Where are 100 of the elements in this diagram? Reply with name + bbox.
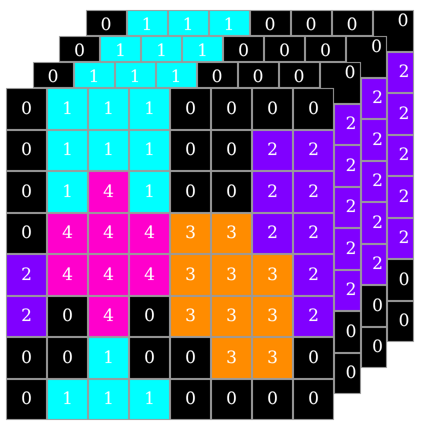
grid-cell: 1: [47, 130, 88, 171]
grid-cell: 2: [360, 78, 387, 119]
grid-cell: 0: [360, 285, 387, 326]
grid-cell: 2: [293, 130, 334, 171]
grid-cell: 0: [238, 62, 278, 88]
grid-cell: 0: [252, 88, 293, 130]
grid-cell: 3: [170, 296, 211, 337]
grid-cell: 0: [332, 10, 372, 36]
grid-cell: 2: [334, 145, 360, 186]
grid-cell: 0: [211, 378, 252, 420]
grid-cell: 3: [211, 212, 252, 254]
grid-cell: 0: [6, 378, 47, 420]
grid-cell: 0: [170, 88, 211, 130]
grid-cell: 1: [156, 62, 196, 88]
grid-cell: 0: [129, 337, 170, 378]
grid-cell: 2: [387, 93, 414, 134]
grid-cell: 1: [182, 36, 223, 62]
grid-cell: 0: [334, 311, 360, 352]
grid-cell: 2: [334, 186, 360, 228]
grid-cell: 3: [170, 254, 211, 296]
grid-cell: 1: [129, 130, 170, 171]
grid-cell: 1: [88, 130, 129, 171]
grid-cell: 2: [360, 244, 387, 285]
grid-cell: 2: [252, 212, 293, 254]
grid-cell: 3: [170, 212, 211, 254]
grid-cell: 0: [211, 130, 252, 171]
grid-cell: 1: [100, 36, 141, 62]
grid-cell: 0: [293, 337, 334, 378]
grid-cell: 2: [293, 296, 334, 337]
grid-cell: 4: [88, 254, 129, 296]
grid-cell: 1: [47, 171, 88, 212]
grid-cell: 2: [360, 160, 387, 202]
grid-cell: 0: [170, 171, 211, 212]
grid-cell: 1: [168, 10, 208, 36]
grid-cell: 0: [129, 296, 170, 337]
grid-cell: 3: [211, 296, 252, 337]
grid-cell: 0: [278, 62, 320, 88]
grid-cell: 4: [129, 212, 170, 254]
grid-cell: 2: [293, 212, 334, 254]
grid-cell: 1: [129, 171, 170, 212]
grid-cell: 0: [250, 10, 290, 36]
grid-cell: 1: [208, 10, 250, 36]
grid-cell: 0: [305, 36, 346, 62]
grid-cell: 4: [129, 254, 170, 296]
grid-cell: 0: [293, 88, 334, 130]
grid-cell: 0: [196, 62, 238, 88]
grid-cell: 2: [360, 119, 387, 160]
grid-cell: 0: [170, 130, 211, 171]
grid-cell: 2: [334, 104, 360, 145]
grid-cell: 2: [6, 254, 47, 296]
grid-cell: 0: [47, 296, 88, 337]
grid-cell: 1: [74, 62, 114, 88]
grid-cell: 0: [6, 88, 47, 130]
grid-cell: 0: [211, 88, 252, 130]
grid-cell: 0: [293, 378, 334, 420]
grid-cell: 2: [334, 270, 360, 311]
grid-cell: 4: [88, 171, 129, 212]
grid-cell: 1: [88, 337, 129, 378]
grid-cell: 3: [252, 337, 293, 378]
grid-cell: 2: [252, 171, 293, 212]
grid-cell: 2: [252, 130, 293, 171]
grid-cell: 0: [170, 337, 211, 378]
grid-cell: 3: [211, 254, 252, 296]
grid-cell: 1: [88, 378, 129, 420]
grid-cell: 2: [334, 228, 360, 270]
grid-cell: 0: [170, 378, 211, 420]
grid-cell: 2: [360, 202, 387, 244]
grid-cell: 0: [264, 36, 305, 62]
grid-cell: 0: [59, 36, 100, 62]
grid-cell: 2: [293, 254, 334, 296]
grid-cell: 1: [129, 378, 170, 420]
grid-cell: 1: [47, 88, 88, 130]
grid-cell: 0: [387, 300, 414, 342]
grid-cell: 1: [114, 62, 156, 88]
grid-cell: 0: [360, 326, 387, 368]
grid-cell: 0: [6, 337, 47, 378]
grid-cell: 0: [334, 352, 360, 394]
grid-cell: 0: [6, 130, 47, 171]
grid-cell: 4: [47, 212, 88, 254]
grid-cell: 2: [6, 296, 47, 337]
grid-cell: 0: [6, 171, 47, 212]
grid-cell: 4: [88, 296, 129, 337]
grid-cell: 1: [141, 36, 182, 62]
grid-cell: 2: [387, 218, 414, 259]
grid-cell: 2: [387, 176, 414, 218]
grid-cell: 0: [290, 10, 332, 36]
grid-cell: 0: [211, 171, 252, 212]
grid-cell: 2: [387, 134, 414, 176]
grid-cell: 3: [211, 337, 252, 378]
grid-cell: 1: [88, 88, 129, 130]
grid-cell: 0: [387, 259, 414, 300]
grid-cell: 1: [47, 378, 88, 420]
grid-cell: 0: [32, 62, 74, 88]
grid-cell: 2: [387, 52, 414, 93]
grid-cell: 0: [6, 212, 47, 254]
grid-cell: 1: [126, 10, 168, 36]
grid-cell: 0: [47, 337, 88, 378]
grid-cell: 0: [252, 378, 293, 420]
grid-cell: 2: [293, 171, 334, 212]
grid-cell: 0: [86, 10, 126, 36]
